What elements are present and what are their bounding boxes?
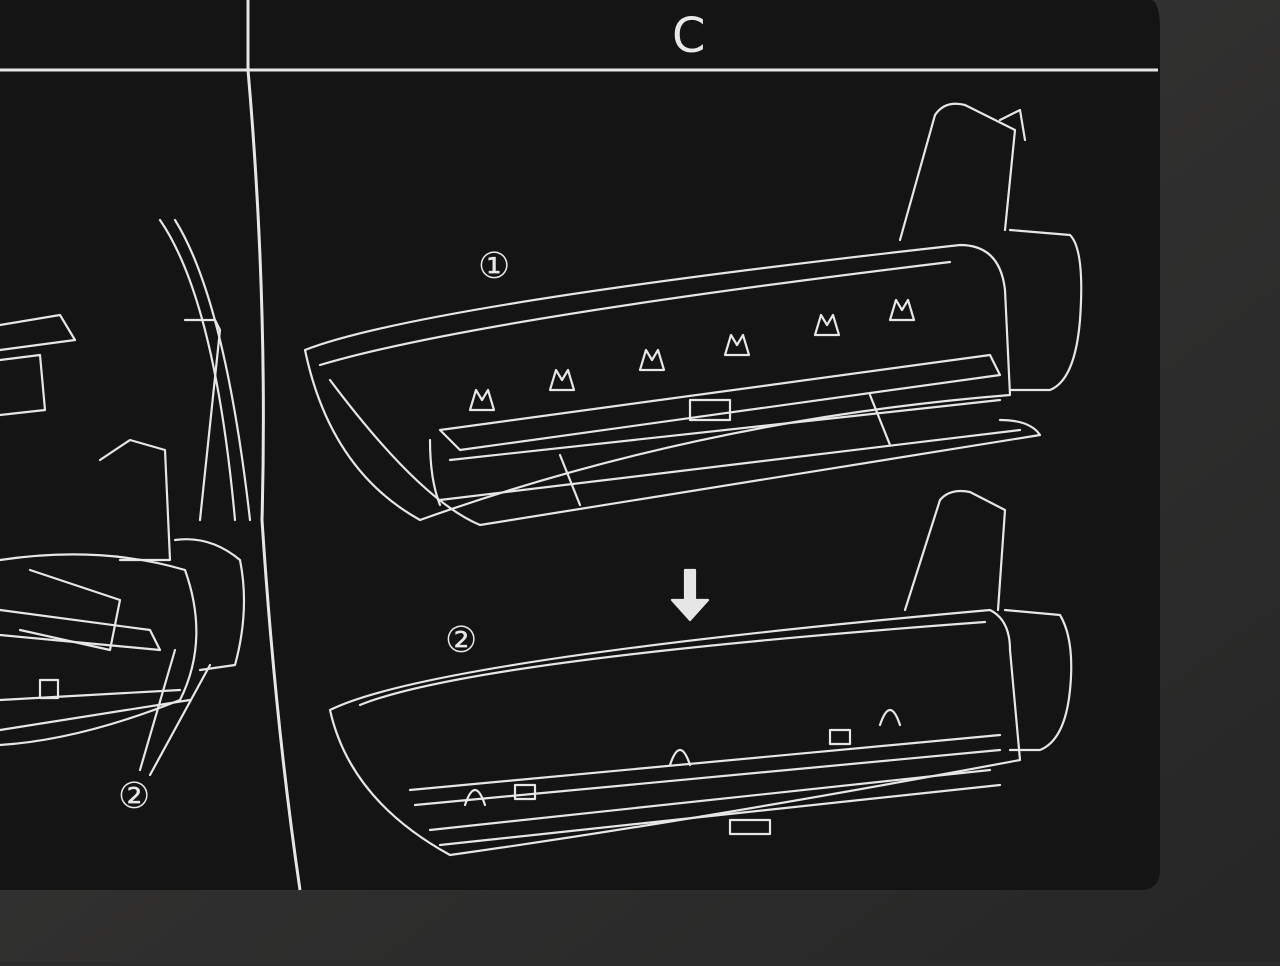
step-2-label: ② <box>445 620 478 661</box>
step-1-label: ① <box>478 246 511 287</box>
left-panel-drawing <box>0 218 252 777</box>
down-arrow <box>670 568 710 622</box>
step2-drawing <box>328 489 1073 857</box>
step1-drawing <box>303 102 1083 527</box>
left-panel-step-label: ② <box>118 776 151 817</box>
line-art <box>0 102 1083 857</box>
panel-divider <box>246 69 302 891</box>
section-letter: C <box>672 8 706 64</box>
